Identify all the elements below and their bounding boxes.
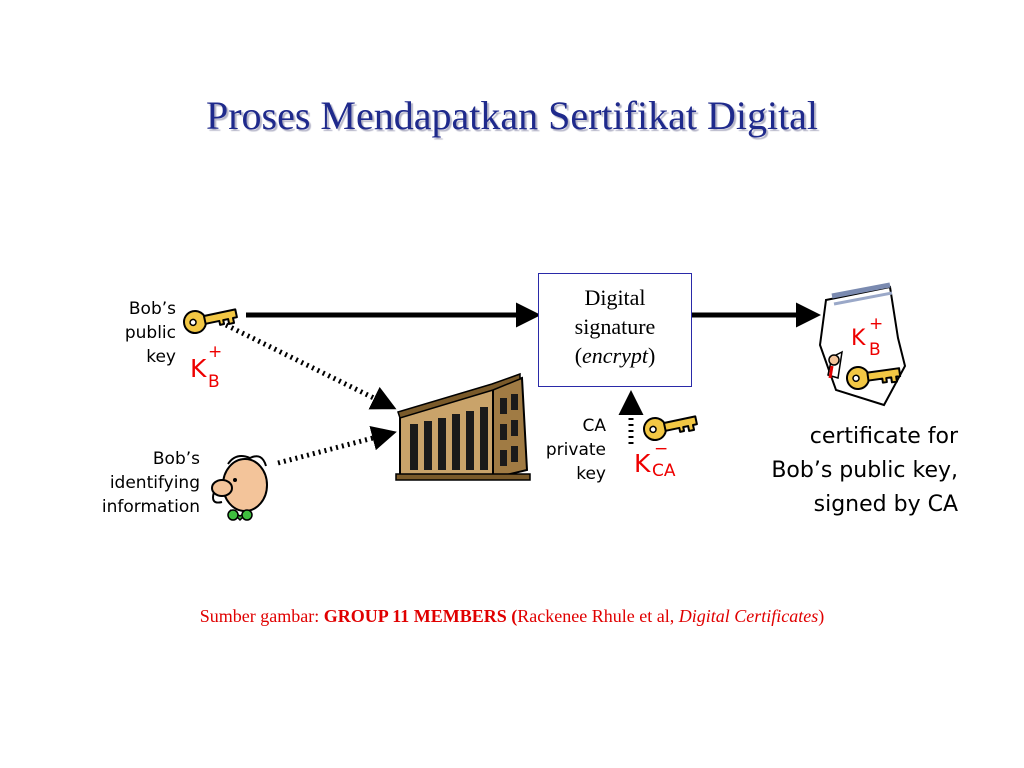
bob-public-key-symbol: K + B xyxy=(190,342,223,392)
key-icon xyxy=(180,301,240,337)
ca-private-key-symbol: K − CA xyxy=(634,439,676,481)
bob-public-key-label: Bob’s public key xyxy=(124,299,176,367)
arrow-identity-to-ca xyxy=(277,426,397,466)
arrow-key-to-ca xyxy=(224,322,397,410)
person-icon xyxy=(211,455,268,522)
source-credit: Sumber gambar: GROUP 11 MEMBERS (Rackene… xyxy=(199,606,825,626)
ca-private-key-label: CA private key xyxy=(545,416,606,484)
certificate-key-symbol: K + B xyxy=(851,314,884,360)
page-title: Proses Mendapatkan Sertifikat Digital xyxy=(205,93,819,138)
bob-identity-label: Bob’s identifying information xyxy=(101,449,200,517)
digital-signature-box: Digital signature (encrypt) xyxy=(538,273,692,387)
certificate-caption: certificate for Bob’s public key, signed… xyxy=(771,424,958,517)
bank-building-icon xyxy=(395,372,531,481)
